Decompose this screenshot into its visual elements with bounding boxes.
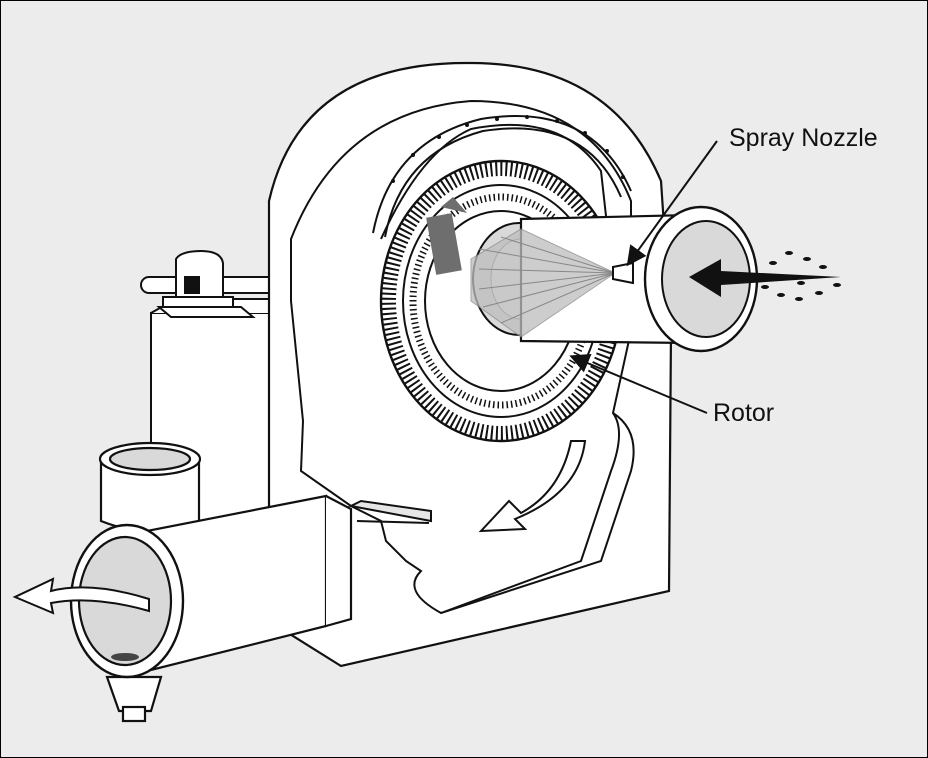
- internal-flow-arrow: [478, 440, 587, 533]
- callout-lines: [569, 140, 718, 414]
- rotor-label: Rotor: [713, 399, 775, 427]
- outlet-duct: [69, 441, 353, 723]
- spray-cone: [470, 228, 617, 338]
- nozzle-tip: [612, 261, 634, 285]
- feed-arrow: [689, 251, 841, 301]
- spray-nozzle-label: Spray Nozzle: [729, 124, 878, 152]
- spray-nozzle-leader: [626, 140, 718, 267]
- outlet-flow-arrow: [12, 577, 150, 615]
- bolt-ring: [372, 115, 632, 238]
- rotor-leader: [569, 353, 708, 414]
- shaft-bearing: [140, 249, 292, 318]
